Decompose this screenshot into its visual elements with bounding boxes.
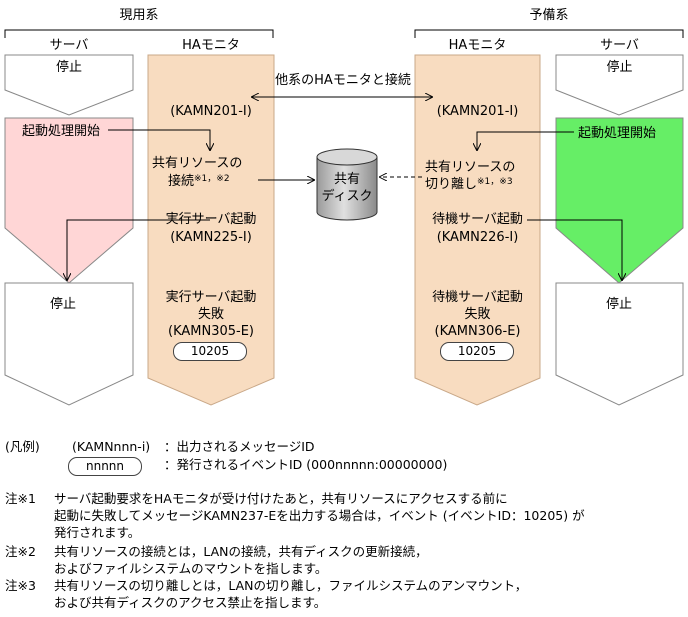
standby-monitor-msg1: (KAMN201-I) — [436, 104, 519, 119]
note2-mark: 注※2 — [5, 544, 36, 559]
note3-line2: および共有ディスクのアクセス禁止を指します。 — [54, 595, 327, 610]
active-server-start-shape — [4, 117, 134, 284]
active-server-stop-top: 停止 — [55, 60, 82, 75]
active-server-label: サーバ — [49, 38, 89, 53]
shared-disk-line2: ディスク — [321, 189, 373, 204]
active-server-stop-bottom-shape — [4, 282, 134, 406]
active-monitor-fail-line2: 失敗 — [197, 307, 224, 322]
active-system-bracket — [4, 29, 274, 38]
standby-server-label: サーバ — [600, 38, 639, 53]
standby-server-stop-bottom: 停止 — [606, 297, 633, 312]
standby-system-title: 予備系 — [529, 8, 569, 23]
active-monitor-label: HAモニタ — [182, 38, 240, 53]
standby-server-start-shape — [555, 117, 684, 284]
note3-mark: 注※3 — [5, 578, 36, 593]
active-monitor-share-line2: 接続※1，※2 — [168, 174, 230, 189]
note1-line1: サーバ起動要求をHAモニタが受け付けたあと，共有リソースにアクセスする前に — [54, 491, 508, 506]
active-monitor-fail-line3: (KAMN305-E) — [168, 324, 254, 339]
standby-system-bracket — [414, 29, 684, 38]
standby-monitor-label: HAモニタ — [448, 38, 507, 53]
standby-start-arrow — [477, 131, 574, 150]
standby-monitor-run-line2: (KAMN226-I) — [436, 230, 519, 245]
note1-line2: 起動に失敗してメッセージKAMN237-Eを出力する場合は，イベント (イベント… — [54, 508, 585, 523]
note2-line2: およびファイルシステムのマウントを指します。 — [54, 561, 328, 576]
active-monitor-fail-line1: 実行サーバ起動 — [165, 290, 257, 305]
active-run-arrow — [67, 219, 210, 280]
note3-line1: 共有リソースの切り離しとは，LANの切り離し，ファイルシステムのアンマウント， — [54, 578, 528, 593]
standby-monitor-run-line1: 待機サーバ起動 — [432, 212, 523, 227]
active-monitor-msg1: (KAMN201-I) — [170, 104, 252, 119]
active-monitor-event-badge: 10205 — [173, 342, 247, 361]
standby-server-stop-top-shape — [555, 54, 684, 116]
note1-line3: 発行されます。 — [54, 525, 141, 540]
active-server-stop-top-shape — [4, 54, 134, 116]
standby-run-arrow — [527, 219, 622, 280]
standby-monitor-share-line2: 切り離し※1，※3 — [425, 177, 513, 192]
standby-server-stop-top: 停止 — [606, 60, 633, 75]
active-monitor-share-note: ※1，※2 — [194, 174, 230, 184]
shared-disk-icon — [316, 148, 378, 221]
active-monitor-run-line2: (KAMN225-I) — [170, 230, 252, 245]
active-monitor-share-line1: 共有リソースの — [152, 156, 243, 171]
legend-event-sample: nnnnn — [68, 457, 142, 476]
active-system-title: 現用系 — [119, 8, 159, 23]
active-monitor-shape — [147, 54, 275, 406]
standby-server-stop-bottom-shape — [555, 282, 684, 406]
active-server-start-label: 起動処理開始 — [22, 124, 101, 139]
standby-monitor-fail-line3: (KAMN306-E) — [434, 324, 521, 339]
standby-monitor-fail-line2: 失敗 — [464, 307, 491, 322]
note2-line1: 共有リソースの接続とは，LANの接続，共有ディスクの更新接続， — [54, 544, 428, 559]
note1-mark: 注※1 — [5, 491, 36, 506]
standby-monitor-share-line1: 共有リソースの — [425, 160, 516, 175]
standby-monitor-event-badge: 10205 — [440, 342, 514, 361]
legend-message-desc: ：出力されるメッセージID — [164, 439, 315, 454]
shared-disk-line1: 共有 — [333, 172, 360, 187]
active-server-stop-bottom: 停止 — [50, 297, 77, 312]
active-start-arrow — [108, 129, 210, 150]
legend-event-desc: ：発行されるイベントID (000nnnnn:00000000) — [164, 457, 448, 472]
active-monitor-run-line1: 実行サーバ起動 — [165, 212, 257, 227]
standby-monitor-shape — [414, 54, 541, 406]
standby-monitor-fail-line1: 待機サーバ起動 — [432, 290, 523, 305]
legend-title: (凡例) — [5, 439, 40, 454]
legend-message-sample: (KAMNnnn-i) — [72, 439, 151, 454]
standby-monitor-share-note: ※1，※3 — [477, 177, 513, 187]
connect-label: 他系のHAモニタと接続 — [275, 73, 411, 88]
standby-server-start-label: 起動処理開始 — [578, 126, 657, 141]
